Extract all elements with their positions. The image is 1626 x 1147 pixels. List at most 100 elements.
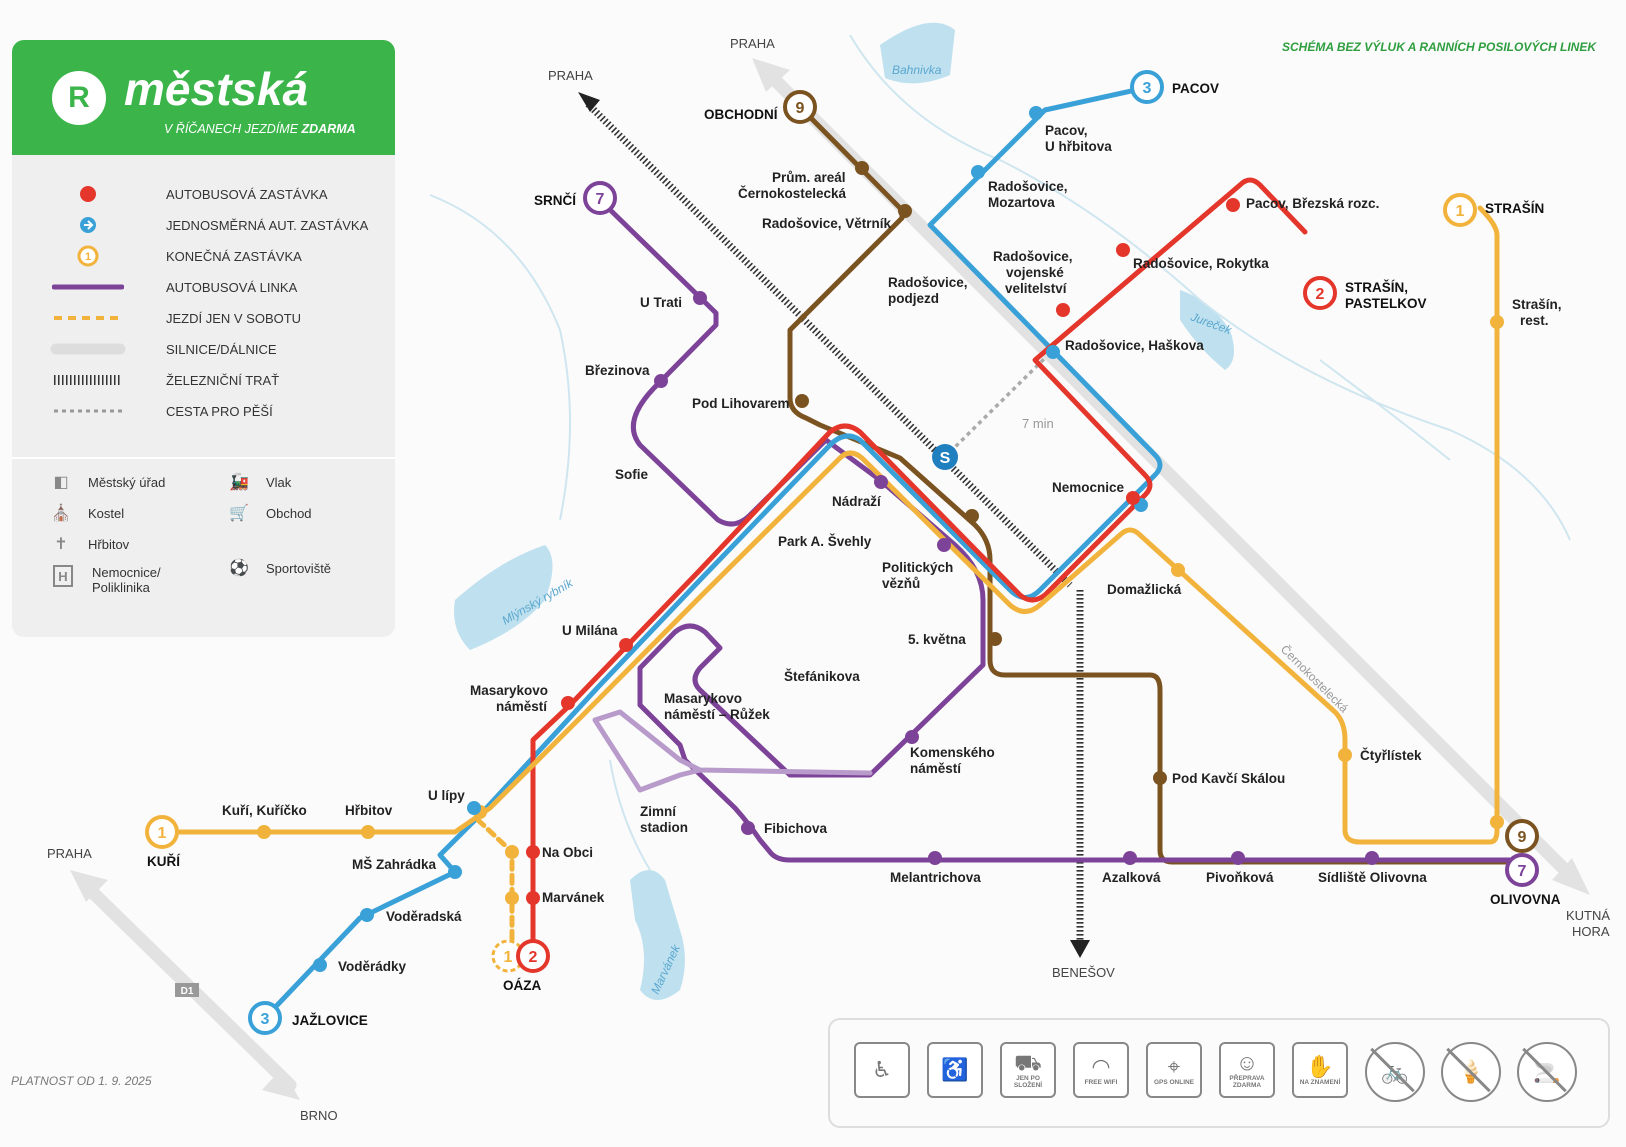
- svg-text:vězňů: vězňů: [882, 576, 920, 591]
- line-9-path: [787, 104, 1525, 865]
- svg-text:OLIVOVNA: OLIVOVNA: [1490, 892, 1561, 907]
- shop-icon: 🛒: [229, 505, 249, 522]
- svg-text:1: 1: [158, 825, 167, 842]
- railway-icon: [48, 366, 128, 394]
- water-bodies: [454, 22, 1234, 1000]
- schema-note: SCHÉMA BEZ VÝLUK A RANNÍCH POSILOVÝCH LI…: [1281, 40, 1596, 54]
- gps-icon: ⌖GPS ONLINE: [1146, 1042, 1202, 1098]
- svg-text:3: 3: [261, 1011, 270, 1028]
- svg-text:1: 1: [504, 949, 513, 966]
- line-3-path: [262, 85, 1163, 1021]
- no-ice-cream-icon: 🍦: [1441, 1042, 1501, 1102]
- wheelchair-icon: ♿: [927, 1042, 983, 1098]
- validity-date: PLATNOST OD 1. 9. 2025: [11, 1074, 152, 1088]
- town-hall-icon: ◧: [53, 474, 69, 491]
- svg-text:Na Obci: Na Obci: [542, 845, 593, 860]
- svg-text:Marvánek: Marvánek: [542, 890, 605, 905]
- terminal-stop-icon: 1: [48, 242, 128, 270]
- svg-text:Štefánikova: Štefánikova: [784, 669, 860, 684]
- svg-text:Pacov,: Pacov,: [1045, 123, 1088, 138]
- svg-text:Březinova: Březinova: [585, 363, 650, 378]
- svg-text:Radošovice, Haškova: Radošovice, Haškova: [1065, 338, 1204, 353]
- brand-tagline: V ŘÍČANECH JEZDÍME ZDARMA: [164, 122, 356, 136]
- svg-text:Hřbitov: Hřbitov: [345, 803, 393, 818]
- folding-car-icon: ⛟JEN PO SLOŽENÍ: [1000, 1042, 1056, 1098]
- train-station-icon: S: [940, 450, 951, 467]
- svg-text:Pod Kavčí Skálou: Pod Kavčí Skálou: [1172, 771, 1285, 786]
- svg-text:Sofie: Sofie: [615, 467, 648, 482]
- brand-name: městská: [124, 63, 309, 115]
- brand-header: R městská V ŘÍČANECH JEZDÍME ZDARMA: [12, 40, 395, 155]
- svg-text:Pacov, Březská rozc.: Pacov, Březská rozc.: [1246, 196, 1379, 211]
- svg-text:SRNČÍ: SRNČÍ: [534, 193, 577, 208]
- poi-shop: 🛒Obchod: [226, 503, 312, 523]
- svg-text:Masarykovo: Masarykovo: [470, 683, 548, 698]
- svg-text:Azalková: Azalková: [1102, 870, 1161, 885]
- poi-town-hall: ◧Městský úřad: [48, 472, 165, 492]
- bus-line-icon: [48, 273, 128, 301]
- svg-text:2: 2: [529, 949, 538, 966]
- amenities-bar: ♿︎ ♿ ⛟JEN PO SLOŽENÍ ◠FREE WIFI ⌖GPS ONL…: [828, 1018, 1610, 1128]
- legend-bus-stop: AUTOBUSOVÁ ZASTÁVKA: [12, 180, 395, 208]
- svg-text:STRAŠÍN: STRAŠÍN: [1485, 201, 1544, 216]
- svg-text:BENEŠOV: BENEŠOV: [1052, 965, 1115, 980]
- svg-text:Černokostelecká: Černokostelecká: [738, 186, 847, 201]
- bus-stop-icon: [48, 180, 128, 208]
- terminal-badges: 1 1 1 2 2 3 3 7 7 9 9 S: [145, 70, 1539, 1035]
- svg-text:PRAHA: PRAHA: [47, 846, 92, 861]
- road-label-d1: D1: [181, 986, 194, 997]
- svg-text:vojenské: vojenské: [1006, 265, 1064, 280]
- svg-text:Nemocnice: Nemocnice: [1052, 480, 1125, 495]
- svg-text:Kuří, Kuříčko: Kuří, Kuříčko: [222, 803, 307, 818]
- railway: [578, 92, 1090, 958]
- svg-text:náměstí – Růžek: náměstí – Růžek: [664, 707, 770, 722]
- svg-text:náměstí: náměstí: [496, 699, 548, 714]
- brand-logo-icon: R: [52, 71, 106, 125]
- poi-train: 🚂Vlak: [226, 472, 291, 492]
- svg-text:MŠ Zahrádka: MŠ Zahrádka: [352, 857, 437, 872]
- svg-text:U Milána: U Milána: [562, 623, 618, 638]
- svg-text:Radošovice,: Radošovice,: [988, 179, 1068, 194]
- svg-text:Čtyřlístek: Čtyřlístek: [1360, 748, 1422, 763]
- svg-text:Pivoňková: Pivoňková: [1206, 870, 1274, 885]
- svg-text:Komenského: Komenského: [910, 745, 995, 760]
- hospital-icon: H: [53, 565, 73, 587]
- svg-text:9: 9: [1518, 829, 1527, 846]
- svg-text:OÁZA: OÁZA: [503, 978, 541, 993]
- no-smoking-icon: 🚬: [1517, 1042, 1577, 1102]
- svg-text:JAŽLOVICE: JAŽLOVICE: [292, 1013, 368, 1028]
- svg-text:Park A. Švehly: Park A. Švehly: [778, 534, 872, 549]
- sports-icon: ⚽: [229, 560, 249, 577]
- svg-text:1: 1: [1456, 203, 1465, 220]
- poi-church: ⛪Kostel: [48, 503, 124, 523]
- legend-road: SILNICE/DÁLNICE: [12, 335, 395, 363]
- legend-bus-line: AUTOBUSOVÁ LINKA: [12, 273, 395, 301]
- svg-text:HORA: HORA: [1572, 924, 1610, 939]
- legend-saturday: JEZDÍ JEN V SOBOTU: [12, 304, 395, 332]
- stroller-icon: ♿︎: [854, 1042, 910, 1098]
- svg-text:Prům. areál: Prům. areál: [772, 170, 846, 185]
- svg-text:Strašín,: Strašín,: [1512, 297, 1562, 312]
- svg-text:Nádraží: Nádraží: [832, 494, 882, 509]
- svg-text:rest.: rest.: [1520, 313, 1549, 328]
- svg-text:Politických: Politických: [882, 560, 953, 575]
- svg-text:podjezd: podjezd: [888, 291, 939, 306]
- legend-footpath: CESTA PRO PĚŠÍ: [12, 397, 395, 425]
- svg-text:Fibichova: Fibichova: [764, 821, 828, 836]
- svg-text:Domažlická: Domažlická: [1107, 582, 1182, 597]
- svg-text:3: 3: [1143, 80, 1152, 97]
- svg-text:PRAHA: PRAHA: [730, 36, 775, 51]
- legend-divider: [12, 457, 395, 459]
- svg-text:Radošovice,: Radošovice,: [888, 275, 968, 290]
- svg-text:Pod Lihovarem: Pod Lihovarem: [692, 396, 790, 411]
- legend-railway: ŽELEZNIČNÍ TRAŤ: [12, 366, 395, 394]
- water-bahnivka: Bahnivka: [892, 63, 942, 77]
- svg-text:PASTELKOV: PASTELKOV: [1345, 296, 1427, 311]
- stop-names: Kuří, Kuříčko Hřbitov U lípy MŠ Zahrádka…: [222, 123, 1562, 974]
- svg-text:9: 9: [796, 100, 805, 117]
- svg-text:BRNO: BRNO: [300, 1108, 338, 1123]
- svg-text:U lípy: U lípy: [428, 788, 465, 803]
- free-ride-icon: ☺PŘEPRAVA ZDARMA: [1219, 1042, 1275, 1098]
- poi-sports: ⚽Sportoviště: [226, 558, 331, 578]
